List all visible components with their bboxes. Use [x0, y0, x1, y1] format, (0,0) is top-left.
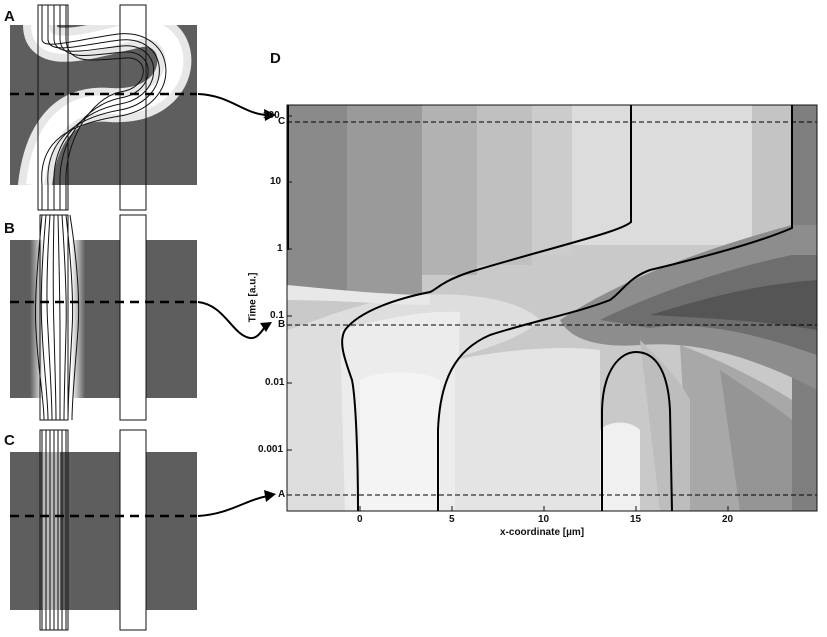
panel-c-streamlines	[41, 430, 67, 630]
x-tick-label: 15	[630, 514, 642, 525]
panel-d-plot	[287, 105, 817, 511]
snapshot-label-c: C	[278, 116, 286, 127]
snapshot-lines	[287, 121, 817, 496]
panel-c	[10, 429, 197, 631]
snapshot-label-a: A	[278, 489, 286, 500]
panel-label-d: D	[270, 50, 281, 67]
tick-marks	[287, 115, 729, 511]
panel-label-a: A	[4, 8, 15, 25]
panel-b	[10, 214, 197, 421]
panel-b-electrode	[119, 214, 147, 421]
contour-lines	[287, 105, 793, 511]
connector-arrows	[197, 93, 276, 517]
y-axis-title: Time [a.u.]	[247, 272, 259, 323]
snapshot-label-b: B	[278, 319, 286, 330]
panel-label-b: B	[4, 220, 15, 237]
panel-c-electrode	[119, 429, 147, 631]
x-tick-label: 0	[357, 514, 363, 525]
y-tick-label: 0.1	[270, 310, 284, 321]
contour-line	[437, 105, 793, 511]
arrow-c-to-a	[197, 495, 269, 517]
contour-line	[601, 350, 673, 511]
y-tick-label: 10	[270, 176, 282, 187]
x-axis-title: x-coordinate [µm]	[500, 527, 585, 538]
plot-frame	[286, 104, 818, 512]
arrow-b-to-b	[197, 301, 267, 340]
panel-a	[10, 4, 197, 211]
y-tick-label: 100	[263, 110, 280, 121]
y-tick-label: 0.01	[265, 377, 285, 388]
arrow-a-to-c	[197, 93, 269, 116]
panel-c-background	[10, 452, 197, 610]
panel-b-streamlines	[34, 214, 80, 421]
panel-a-streamlines	[41, 5, 167, 210]
x-tick-label: 20	[722, 514, 734, 525]
panel-label-c: C	[4, 432, 15, 449]
contour-line	[341, 105, 632, 511]
y-tick-label: 1	[277, 243, 283, 254]
panel-a-electrode	[119, 4, 147, 211]
x-tick-label: 5	[449, 514, 455, 525]
panel-a-glow-core	[26, 20, 184, 187]
y-tick-label: 0.001	[258, 444, 284, 455]
x-tick-label: 10	[538, 514, 550, 525]
